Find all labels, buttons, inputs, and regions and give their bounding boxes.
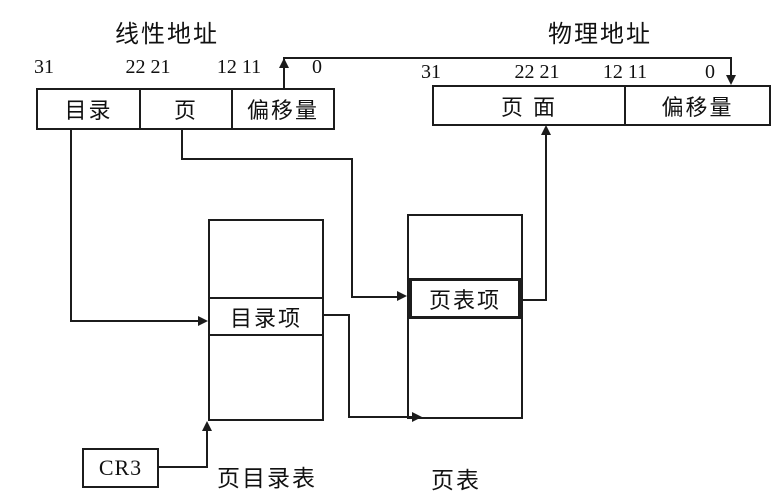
linear-bit-22-21: 22 21 [125,56,171,78]
wire-directory-down [70,129,72,322]
wire-page-right-2 [351,296,397,298]
linear-address-box: 目录 页 偏移量 [36,88,335,130]
directory-entry-row: 目录项 [210,297,322,336]
linear-field-directory: 目录 [38,90,141,128]
linear-bit-31: 31 [34,56,54,78]
wire-cr3-right [158,466,208,468]
arrow-up-icon [279,58,289,68]
wire-page-right-1 [181,158,353,160]
wire-directory-right [70,320,198,322]
physical-field-offset: 偏移量 [661,94,734,120]
arrow-right-icon [397,291,407,301]
physical-bit-12-11: 12 11 [602,61,648,83]
wire-offset-down [730,57,732,76]
cr3-register-box: CR3 [82,448,159,488]
wire-page-down-1 [181,129,183,160]
wire-offset-up [283,58,285,89]
page-directory-table-caption: 页目录表 [217,465,317,491]
wire-direntry-to-pagetable [348,416,412,418]
wire-offset-across [283,57,732,59]
physical-bit-31: 31 [421,61,441,83]
linear-field-page: 页 [141,90,233,128]
physical-address-title: 物理地址 [548,21,652,48]
page-table: 页表项 [407,214,523,419]
page-table-caption: 页表 [431,467,481,493]
linear-bit-0: 0 [312,56,322,78]
arrow-right-icon [412,412,422,422]
wire-direntry-right [322,314,350,316]
physical-bit-22-21: 22 21 [514,61,560,83]
wire-pte-right [521,299,547,301]
linear-field-offset: 偏移量 [246,98,319,123]
page-table-entry-row: 页表项 [409,278,521,319]
wire-direntry-down [348,314,350,418]
arrow-up-icon [541,125,551,135]
linear-address-title: 线性地址 [115,21,219,48]
arrow-up-icon [202,421,212,431]
wire-pte-up [545,135,547,301]
linear-bit-12-11: 12 11 [216,56,262,78]
arrow-right-icon [198,316,208,326]
arrow-down-icon [726,75,736,85]
physical-field-page-frame: 页 面 [434,87,626,124]
page-directory-table: 目录项 [208,219,324,421]
wire-page-down-2 [351,158,353,298]
physical-bit-0: 0 [705,61,715,83]
wire-cr3-up [206,431,208,468]
physical-address-box: 页 面 偏移量 [432,85,771,126]
